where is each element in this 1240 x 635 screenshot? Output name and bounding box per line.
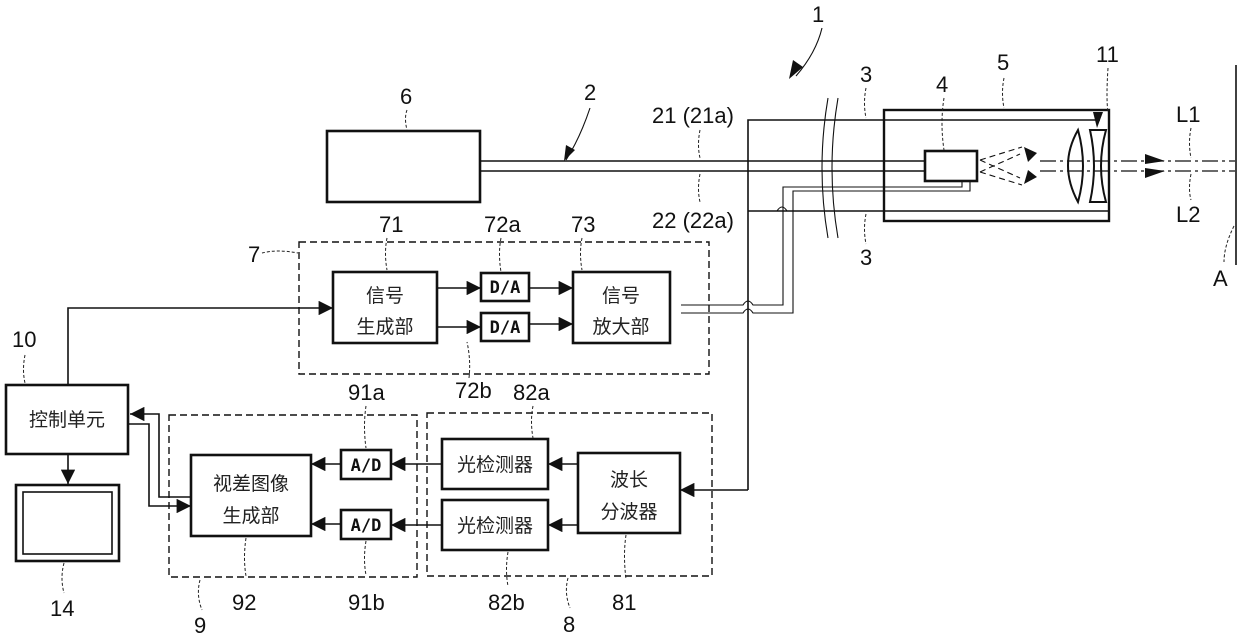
label-4: 4 [936,72,948,97]
leader-3-bottom [865,214,867,244]
break-mark-left [822,98,828,238]
label-14: 14 [50,596,74,621]
leader-11 [1107,68,1108,113]
leader-72b [467,342,470,378]
scan-rays [980,147,1022,185]
wire-control-gen [68,308,333,385]
photodetector-b-text: 光检测器 [457,515,533,537]
label-3-bottom: 3 [860,245,872,270]
probe-element-box [925,151,977,181]
label-22: 22 (22a) [652,208,734,233]
beam-arrow-l1 [1145,154,1165,164]
label-11: 11 [1096,42,1119,67]
leader-7 [262,251,298,253]
wavelength-splitter-text-2: 分波器 [600,501,657,523]
convex-lens [1068,130,1083,202]
signal-amplifier-text-2: 放大部 [592,316,649,338]
label-71: 71 [379,212,403,237]
label-10: 10 [12,327,36,352]
leader-10 [24,355,26,383]
label-91a: 91a [348,380,385,405]
label-92: 92 [232,590,256,615]
signal-amplifier-text-1: 信号 [602,285,640,307]
leader-5 [1003,78,1005,108]
ray-arrow-bottom [1024,170,1037,184]
label-2: 2 [584,80,596,105]
leader-92 [245,538,247,576]
leader-22 [699,174,701,202]
label-82a: 82a [513,380,550,405]
label-8: 8 [563,612,575,635]
leader-a [1224,226,1234,262]
parallax-image-text-2: 生成部 [222,505,279,527]
leader-82b [507,552,509,586]
drive-wire-1 [681,180,962,305]
wire-parallax-control [130,414,193,497]
label-91b: 91b [348,590,385,615]
leader-6 [406,110,408,130]
signal-generator-text-2: 生成部 [356,316,413,338]
control-unit-text: 控制单元 [29,409,105,431]
ray-arrow-top [1024,147,1037,162]
label-81: 81 [612,590,636,615]
label-a: A [1213,266,1228,291]
leader-21 [699,130,701,158]
leader-82a [532,406,534,438]
label-l1: L1 [1176,102,1200,127]
leader-l2 [1190,174,1192,200]
break-mark-right [832,98,838,238]
signal-generator-text-1: 信号 [366,285,404,307]
leader-91a [365,406,367,448]
label-1: 1 [812,2,824,27]
label-3-top: 3 [860,62,872,87]
leader-14 [62,563,64,593]
housing-box [884,110,1109,221]
leader-91b [365,541,367,575]
label-82b: 82b [488,590,525,615]
leader-71 [386,238,388,270]
label-73: 73 [571,212,595,237]
label-9: 9 [194,613,206,635]
leader-4 [942,98,944,150]
leader-8 [566,578,570,608]
label-72b: 72b [455,378,492,403]
photodetector-a-text: 光检测器 [457,454,533,476]
leader-81 [625,535,627,579]
label-6: 6 [400,84,412,109]
wavelength-splitter-text-1: 波长 [610,469,648,491]
leader-3-top [865,88,867,118]
label-l2: L2 [1176,202,1200,227]
leader-72a [500,238,502,272]
leader-9 [198,580,202,610]
drive-wire-2 [681,180,970,313]
label-7: 7 [248,242,260,267]
beam-arrow-l2 [1145,168,1165,178]
dac-b-text: D/A [490,318,521,338]
concave-lens [1090,130,1106,202]
adc-b-text: A/D [351,516,382,536]
label-5: 5 [997,50,1009,75]
parallax-image-text-1: 视差图像 [213,473,289,495]
adc-a-text: A/D [351,456,382,476]
label-21: 21 (21a) [652,103,734,128]
display-outer [16,485,119,561]
leader-l1 [1190,128,1192,158]
dac-a-text: D/A [490,278,521,298]
light-source-box [327,131,480,202]
label-72a: 72a [484,212,521,237]
leader-73 [581,238,583,270]
